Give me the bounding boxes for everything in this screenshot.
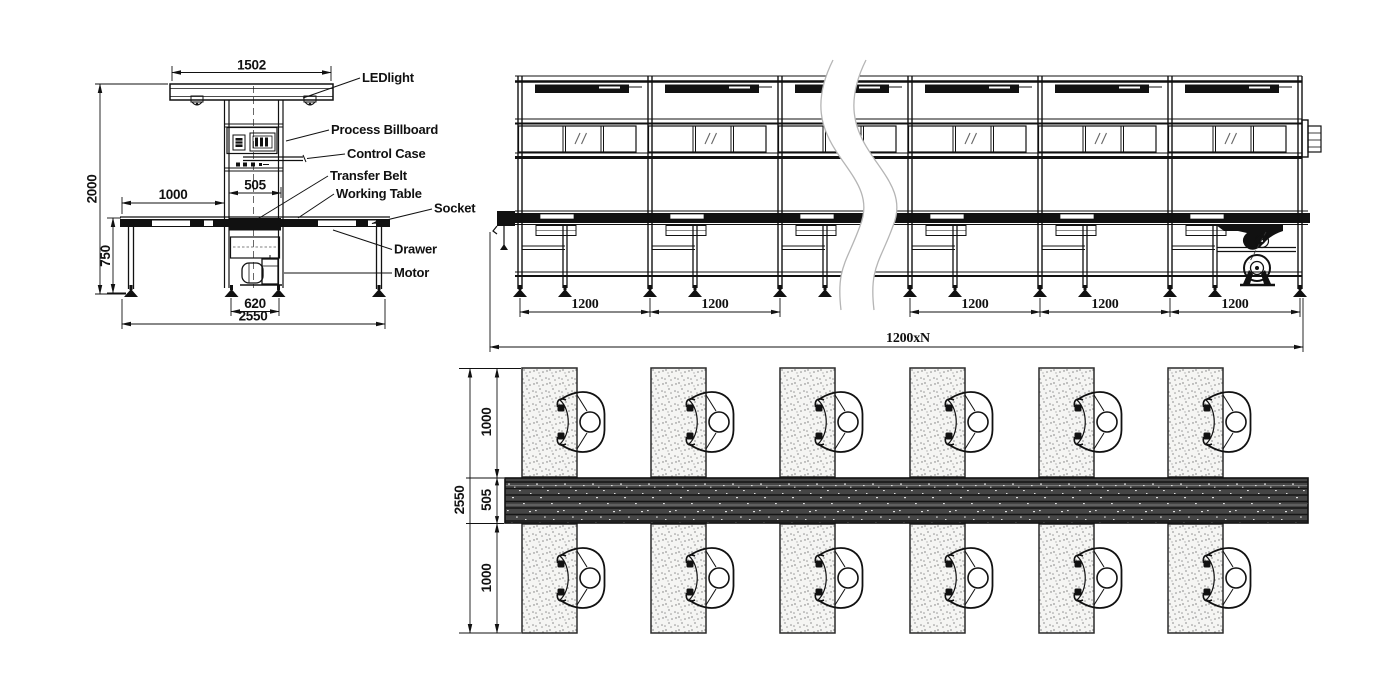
dim-text: 1200 [961, 297, 988, 312]
dim-overall-height: 2000 [85, 83, 168, 295]
bay-1 [519, 85, 643, 298]
dim-overall-width: 2550 [121, 299, 386, 329]
bay-2 [649, 85, 773, 298]
drawer-box [229, 236, 281, 259]
motor-icon [1243, 254, 1271, 282]
label-text: Socket [434, 201, 476, 216]
dim-text: 1200 [1091, 297, 1118, 312]
belt-cross-section [229, 218, 281, 231]
bay-5 [1039, 85, 1163, 298]
elevation-posts [513, 76, 1307, 297]
workstation-tables-top [521, 367, 1224, 478]
dim-text: 620 [244, 296, 266, 311]
bay-dim-2: 1200 [649, 297, 781, 315]
dim-text: 2550 [239, 309, 268, 324]
label-led-light: LEDlight [302, 70, 415, 99]
total-dim: 1200xN [489, 331, 1304, 350]
bay-4 [909, 85, 1033, 298]
dim-text: 750 [98, 245, 113, 267]
support-posts [223, 100, 284, 288]
dim-text: 1000 [479, 564, 494, 593]
label-text: LEDlight [362, 70, 415, 85]
label-transfer-belt: Transfer Belt [255, 168, 408, 221]
bay-dim-5: 1200 [1169, 297, 1301, 315]
canopy [169, 83, 334, 101]
label-motor: Motor [284, 265, 429, 280]
label-text: Working Table [336, 186, 422, 201]
plan-dimensions: 2550 1000 505 1000 [452, 367, 521, 634]
table-band [497, 213, 1310, 223]
plan-view: 2550 1000 505 1000 [452, 367, 1309, 634]
process-billboard-screens [226, 126, 278, 155]
table-legs [127, 227, 383, 289]
label-process-billboard: Process Billboard [285, 122, 439, 142]
conveyor-belt [504, 477, 1309, 524]
dim-text: 1200 [571, 297, 598, 312]
elevation-bays [519, 85, 1293, 298]
bay-dim-1: 1200 [519, 297, 651, 315]
bay-dim-4: 1200 [1039, 297, 1171, 315]
dim-table-height: 750 [98, 217, 126, 294]
label-text: Motor [394, 265, 429, 280]
belt-left-end [492, 211, 515, 250]
elevation-dimensions: 1200 1200 1200 1200 1200 1200xN [489, 232, 1304, 352]
motor-unit-side [240, 255, 282, 286]
bay-dim-3: 1200 [909, 297, 1041, 315]
dim-text: 1502 [237, 58, 266, 73]
dim-text: 1200 [1221, 297, 1248, 312]
dim-text: 2000 [85, 175, 100, 204]
break-symbol [820, 59, 898, 311]
label-text: Transfer Belt [330, 168, 408, 183]
side-view: 1502 2000 750 1000 505 620 2550 [85, 58, 477, 329]
label-control-case: Control Case [306, 146, 426, 161]
label-socket: Socket [371, 201, 477, 224]
dim-text: 2550 [452, 486, 467, 515]
callout-labels: LEDlight Process Billboard Control Case … [255, 70, 477, 280]
dim-stand-width: 620 [230, 296, 280, 316]
bay-6 [1169, 85, 1293, 298]
drive-motor-unit [1216, 225, 1296, 287]
dim-belt-width: 505 [228, 178, 282, 198]
label-working-table: Working Table [297, 186, 422, 219]
dim-plan-belt-width: 505 [479, 477, 500, 525]
label-text: Drawer [394, 242, 437, 257]
workstation-tables-bottom [521, 523, 1224, 634]
dim-table-wing-width: 1000 [121, 187, 225, 214]
elevation-view: 1200 1200 1200 1200 1200 1200xN [489, 59, 1322, 352]
dim-text: 1200 [701, 297, 728, 312]
dim-lower-bench-depth: 1000 [479, 522, 500, 634]
dim-text: 1000 [479, 408, 494, 437]
label-text: Control Case [347, 146, 426, 161]
dim-text: 1200xN [886, 331, 930, 346]
label-text: Process Billboard [331, 122, 438, 137]
right-end-cap [1301, 119, 1322, 158]
label-drawer: Drawer [332, 229, 437, 257]
dim-text: 505 [479, 488, 494, 510]
control-case [236, 154, 307, 167]
dim-text: 1000 [159, 187, 188, 202]
dim-text: 505 [244, 178, 266, 193]
dim-overall-depth: 2550 [452, 367, 473, 634]
dim-upper-bench-depth: 1000 [479, 367, 500, 479]
dim-canopy-width: 1502 [171, 58, 332, 81]
belt-guard [1216, 225, 1283, 250]
